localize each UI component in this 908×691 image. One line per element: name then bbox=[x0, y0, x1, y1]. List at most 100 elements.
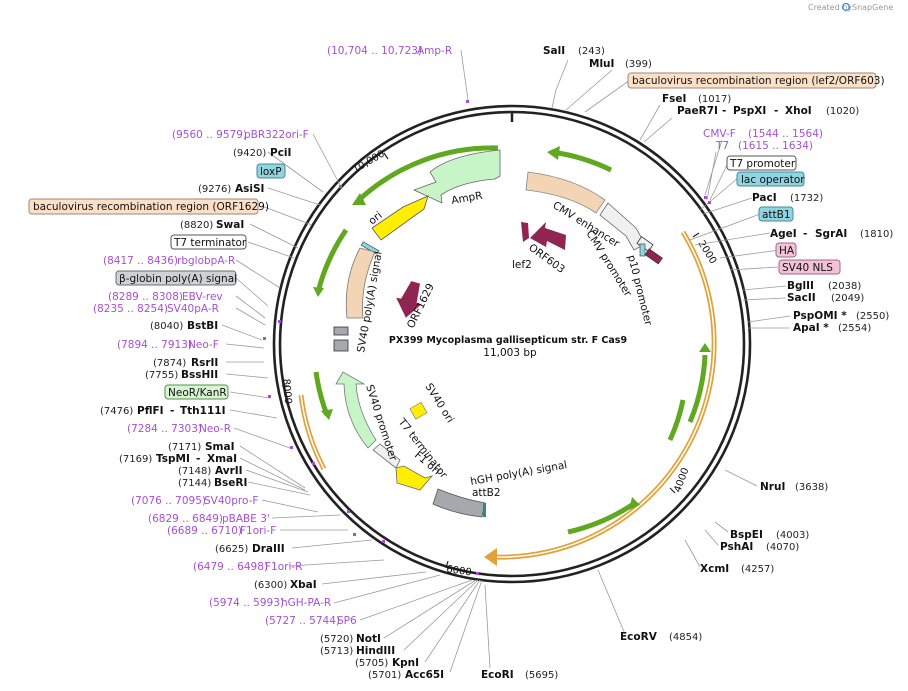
enz-apai: ApaI * bbox=[793, 322, 829, 334]
box-t7-terminator-label: T7 terminator bbox=[173, 237, 247, 249]
primer-sv40pa: SV40pA-R bbox=[167, 303, 219, 315]
green-cds-1 bbox=[551, 149, 613, 173]
attb2-label: attB2 bbox=[472, 487, 501, 499]
primer-neor-pos: (7284 .. 7303) bbox=[127, 423, 202, 435]
sv40-ori-label: SV40 ori bbox=[422, 381, 456, 425]
enz-fsei-pos: (1017) bbox=[698, 94, 731, 105]
primer-pbr-pos: (9560 .. 9579) bbox=[172, 129, 247, 141]
f1-ori-shape bbox=[395, 465, 434, 491]
enz-bspei: BspEI bbox=[730, 529, 763, 541]
enz-paci: PacI bbox=[752, 192, 777, 204]
enz-mlui: MluI bbox=[589, 58, 614, 70]
box-t7-terminator bbox=[170, 234, 247, 250]
primer-sp6: SP6 bbox=[337, 615, 357, 627]
enz-sali-pos: (243) bbox=[578, 46, 605, 57]
primer-pbabe-pos: (6829 .. 6849) bbox=[148, 513, 223, 525]
primer-ticks bbox=[263, 100, 711, 575]
primer-cmvf: CMV-F bbox=[703, 128, 736, 140]
enz-rsrii-pos: (7874) bbox=[153, 358, 186, 369]
box-lac-operator-label: lac operator bbox=[741, 174, 805, 186]
enz-tspmi-pos: (7169) bbox=[119, 454, 152, 465]
tick-6000: 6000 bbox=[446, 564, 473, 578]
box-neor bbox=[164, 384, 229, 400]
box-neor-label: NeoR/KanR bbox=[168, 387, 227, 399]
dash-4: - bbox=[170, 405, 174, 417]
enz-pspxi: PspXI bbox=[733, 105, 766, 117]
primer-ampr-pos: (10,704 .. 10,723) bbox=[327, 45, 422, 57]
enz-pshai-pos: (4070) bbox=[766, 542, 799, 553]
enz-fsei: FseI bbox=[662, 93, 686, 105]
green-cds-5 bbox=[358, 145, 499, 201]
primer-hgh: hGH-PA-R bbox=[281, 597, 331, 609]
baculo-orf1629-inner bbox=[345, 247, 376, 319]
green-cds-7 bbox=[313, 371, 330, 416]
primer-sv40pa-pos: (8235 .. 8254) bbox=[93, 303, 168, 315]
plasmid-name: PX399 Mycoplasma gallisepticum str. F Ca… bbox=[389, 335, 627, 346]
enz-xcmi: XcmI bbox=[700, 563, 729, 575]
enz-xbai-pos: (6300) bbox=[254, 580, 287, 591]
cas9-arrowhead bbox=[484, 548, 497, 566]
enz-paci-pos: (1732) bbox=[790, 193, 823, 204]
green-cds-6 bbox=[315, 228, 349, 293]
lef2-label: lef2 bbox=[512, 259, 532, 271]
green-cds-2 bbox=[687, 354, 708, 423]
primer-t7-pos: (1615 .. 1634) bbox=[738, 140, 813, 152]
hgh-polya-label: hGH poly(A) signal bbox=[469, 459, 568, 488]
primer-ebv: EBV-rev bbox=[182, 291, 223, 303]
enz-pspomi-pos: (2550) bbox=[856, 311, 889, 322]
dash-1: - bbox=[722, 105, 726, 117]
snapgene-brand: SnapGene bbox=[852, 3, 893, 12]
enz-sgrai-pos: (1810) bbox=[860, 229, 893, 240]
enz-rsrii: RsrII bbox=[191, 357, 218, 369]
box-t7-promoter-label: T7 promoter bbox=[729, 158, 796, 170]
enz-xcmi-pos: (4257) bbox=[741, 564, 774, 575]
primer-f1orir: F1ori-R bbox=[265, 561, 302, 573]
enz-tth111i: Tth111I bbox=[180, 405, 225, 417]
bglobin-shape bbox=[333, 326, 349, 336]
box-sv40-nls-label: SV40 NLS bbox=[782, 262, 833, 274]
enz-asisi: AsiSI bbox=[235, 183, 264, 195]
enz-acc65i-pos: (5701) bbox=[368, 670, 401, 681]
box-baculo-lef2-label: baculovirus recombination region (lef2/O… bbox=[632, 75, 885, 87]
primer-neof: Neo-F bbox=[188, 339, 219, 351]
enz-sgrai: SgrAI bbox=[815, 228, 847, 240]
enz-apai-pos: (2554) bbox=[838, 323, 871, 334]
primer-sv40pro: SV40pro-F bbox=[204, 495, 258, 507]
sv40-ori-shape bbox=[409, 401, 428, 420]
hgh-polya-shape bbox=[432, 488, 486, 518]
left-labels: (10,704 .. 10,723) Amp-R (9560 .. 9579) … bbox=[28, 45, 452, 681]
box-baculo-orf1629-label: baculovirus recombination region (ORF162… bbox=[33, 201, 269, 213]
enz-nrui: NruI bbox=[760, 481, 785, 493]
box-loxp bbox=[256, 163, 286, 179]
primer-cmvf-pos: (1544 .. 1564) bbox=[748, 128, 823, 140]
ampr-label: AmpR bbox=[450, 190, 483, 207]
primer-rbglob-pos: (8417 .. 8436) bbox=[103, 255, 178, 267]
enz-kpni: KpnI bbox=[392, 657, 419, 669]
primer-f1orif-pos: (6689 .. 6710) bbox=[167, 525, 242, 537]
enz-bstbi: BstBI bbox=[187, 320, 218, 332]
box-baculo-orf1629 bbox=[28, 198, 259, 215]
enz-smai: SmaI bbox=[205, 441, 235, 453]
enz-nrui-pos: (3638) bbox=[795, 482, 828, 493]
primer-t7: T7 bbox=[715, 140, 729, 152]
cmv-enhancer-shape bbox=[525, 171, 606, 214]
enz-noti: NotI bbox=[356, 633, 381, 645]
lef2-arrow bbox=[521, 222, 529, 242]
enz-pflfi-pos: (7476) bbox=[100, 406, 133, 417]
enz-ecorv-pos: (4854) bbox=[669, 632, 702, 643]
box-lac-operator bbox=[736, 171, 805, 187]
cmv-promoter-shape bbox=[599, 202, 646, 251]
box-t7-promoter bbox=[726, 155, 797, 171]
primer-f1orif: F1ori-F bbox=[240, 525, 276, 537]
enz-ecori-pos: (5695) bbox=[525, 670, 558, 681]
enz-bsshii: BssHII bbox=[181, 369, 218, 381]
enz-pspomi: PspOMI * bbox=[793, 310, 847, 322]
primer-ampr: Amp-R bbox=[417, 45, 452, 57]
sv40-promoter-shape bbox=[372, 443, 401, 469]
enz-xbai: XbaI bbox=[290, 579, 317, 591]
enz-sacii: SacII bbox=[787, 292, 816, 304]
box-ha-label: HA bbox=[779, 245, 795, 257]
enz-agei: AgeI bbox=[770, 228, 797, 240]
enz-pcii: PciI bbox=[270, 147, 291, 159]
